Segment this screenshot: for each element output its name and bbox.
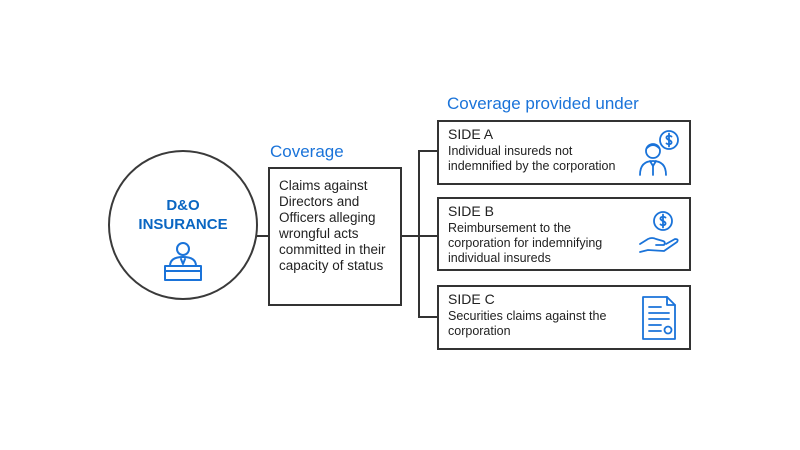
executive-at-podium-icon: [164, 242, 202, 281]
coverage-text: Claims against Directors and Officers al…: [279, 178, 386, 273]
side-b-description: Reimbursement to the corporation for ind…: [448, 221, 603, 265]
document-icon: [642, 295, 676, 340]
person-dollar-icon: [639, 129, 679, 176]
do-insurance-circle: D&O INSURANCE: [108, 150, 258, 300]
side-a-title: SIDE A: [448, 126, 494, 142]
do-insurance-title: D&O INSURANCE: [138, 197, 228, 233]
side-b-box: SIDE B Reimbursement to the corporation …: [437, 197, 691, 271]
side-c-description: Securities claims against the corporatio…: [448, 309, 607, 338]
side-b-title: SIDE B: [448, 203, 494, 219]
coverage-heading: Coverage: [270, 142, 344, 161]
side-c-title: SIDE C: [448, 291, 495, 307]
coverage-provided-heading: Coverage provided under: [447, 94, 639, 113]
side-c-box: SIDE C Securities claims against the cor…: [437, 285, 691, 350]
side-a-description: Individual insureds not indemnified by t…: [448, 144, 616, 173]
coverage-box: Claims against Directors and Officers al…: [268, 167, 402, 306]
hand-dollar-icon: [639, 211, 679, 253]
side-a-box: SIDE A Individual insureds not indemnifi…: [437, 120, 691, 185]
